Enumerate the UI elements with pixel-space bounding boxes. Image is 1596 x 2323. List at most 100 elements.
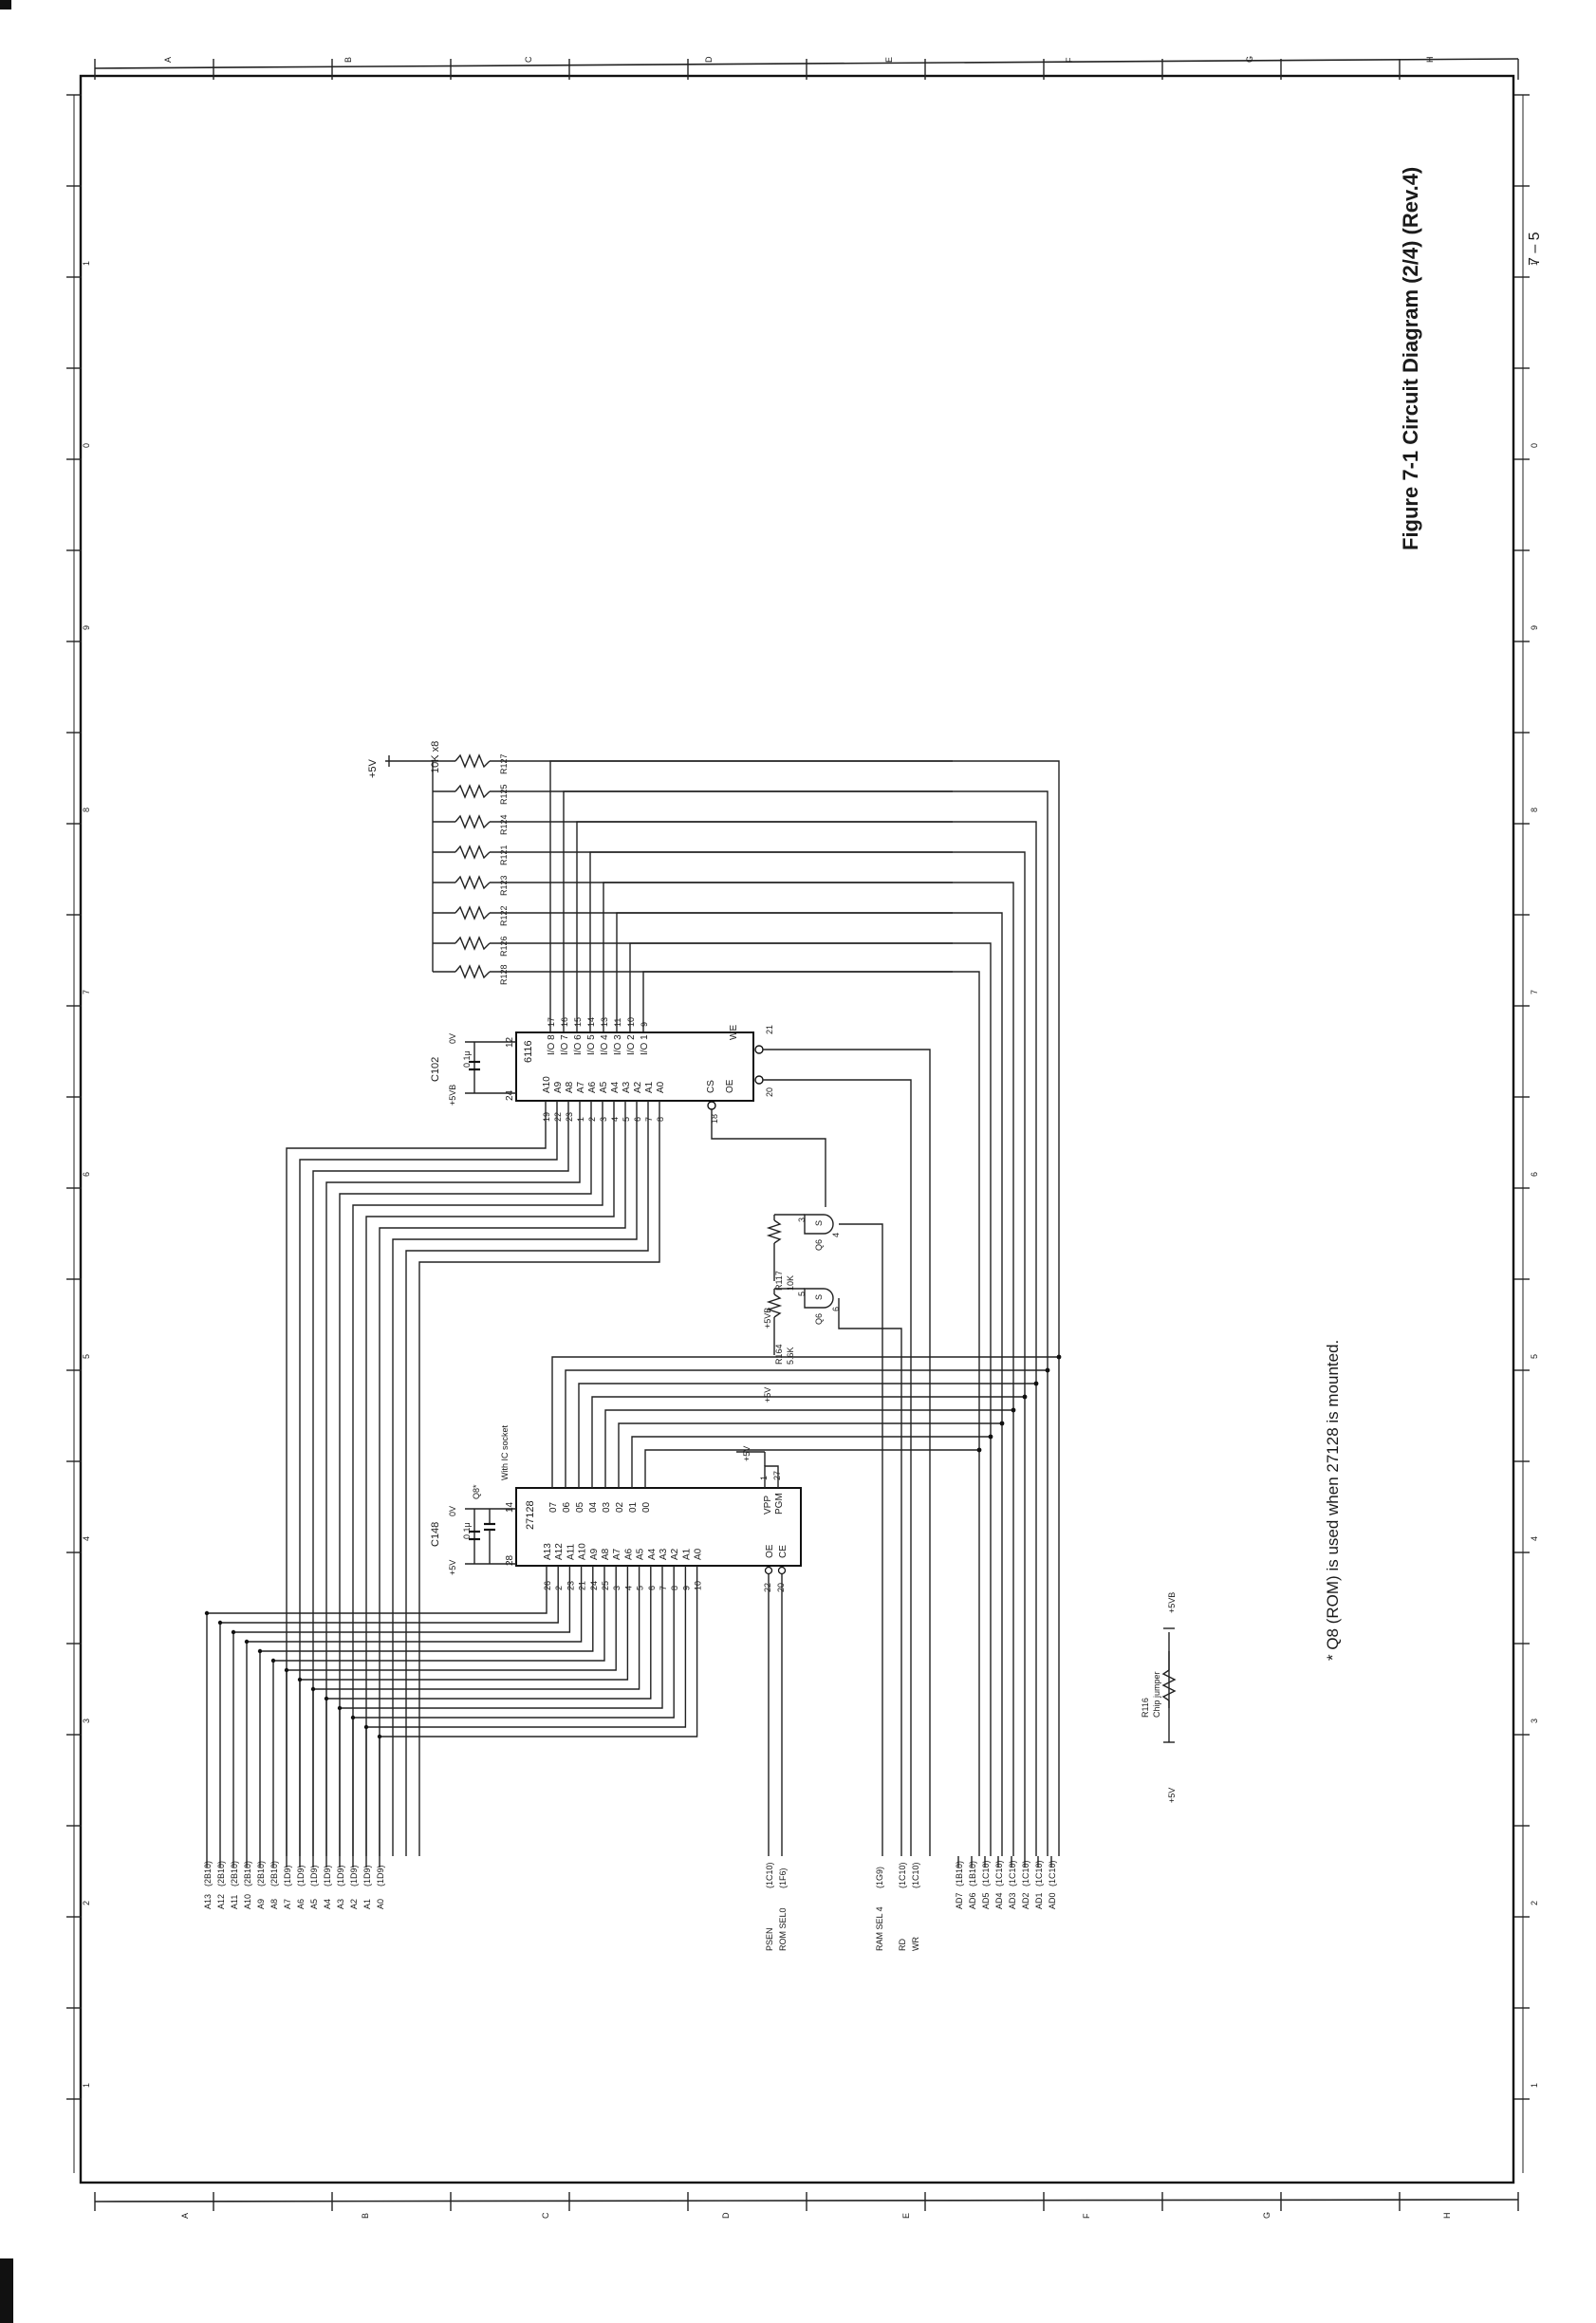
zone-number-left: 3 bbox=[82, 1719, 91, 1723]
ram-pin-num: 21 bbox=[765, 1025, 774, 1034]
page-number: 7 – 5 bbox=[1527, 232, 1543, 266]
signal-ref: (1B10) bbox=[955, 1861, 964, 1886]
rom-name: 27128 bbox=[525, 1500, 536, 1530]
pullup-value: 10K x8 bbox=[430, 741, 441, 773]
signal-a13: A13 bbox=[203, 1894, 213, 1909]
zone-number-left: 9 bbox=[82, 625, 91, 630]
rom-pin-a4: A4 bbox=[647, 1548, 658, 1560]
rom-pin-a1: A1 bbox=[681, 1548, 692, 1560]
signal-a3: A3 bbox=[336, 1899, 345, 1909]
signal-ref: (1D9) bbox=[323, 1865, 332, 1886]
ram-pin-a6: A6 bbox=[587, 1081, 598, 1093]
signal-ad3: AD3 bbox=[1008, 1892, 1017, 1909]
rom-pin-num: 8 bbox=[670, 1586, 679, 1590]
rom-socket-ref: Q8* bbox=[472, 1484, 481, 1499]
zone-letter-bottom: E bbox=[901, 2213, 911, 2219]
rom-pin-a10: A10 bbox=[578, 1543, 588, 1560]
signal-psen: PSEN bbox=[765, 1927, 774, 1951]
signal-a7: A7 bbox=[283, 1899, 292, 1909]
rom-data-pin: 02 bbox=[615, 1501, 625, 1513]
rom-pin-a8: A8 bbox=[601, 1548, 611, 1560]
q6b-ref: Q6 bbox=[814, 1313, 824, 1325]
zone-letter-top: G bbox=[1245, 56, 1254, 63]
signal-ref: (2B10) bbox=[203, 1861, 213, 1886]
signal-ad1: AD1 bbox=[1034, 1892, 1044, 1909]
signal-ad4: AD4 bbox=[994, 1892, 1004, 1909]
signal-a8: A8 bbox=[269, 1899, 279, 1909]
zone-number-left: 6 bbox=[82, 1172, 91, 1177]
zone-number-left: 5 bbox=[82, 1354, 91, 1359]
ram-io-num: 10 bbox=[626, 1017, 636, 1027]
pullup-ref-r123: R123 bbox=[499, 875, 509, 896]
pullup-ref-r127: R127 bbox=[499, 753, 509, 774]
signal-ref: (1F6) bbox=[778, 1868, 788, 1888]
zone-letter-bottom: H bbox=[1442, 2213, 1452, 2220]
rom-pin-num: 5 bbox=[636, 1586, 645, 1590]
zone-letter-bottom: D bbox=[721, 2212, 731, 2219]
rom-pin-a2: A2 bbox=[670, 1548, 680, 1560]
zone-letter-top: B bbox=[343, 57, 353, 63]
ram-io-pin: I/O 5 bbox=[586, 1034, 597, 1055]
zone-number-right: 4 bbox=[1530, 1536, 1539, 1541]
zone-number-right: 5 bbox=[1530, 1354, 1539, 1359]
ram-pin-a3: A3 bbox=[622, 1081, 632, 1093]
q6b-pin-out: 6 bbox=[831, 1307, 841, 1311]
rom-cap-value: 0.1μ bbox=[462, 1522, 472, 1539]
zone-number-left: 7 bbox=[82, 990, 91, 994]
rom-pin-num: 6 bbox=[647, 1586, 657, 1590]
signal-ram-sel-4: RAM SEL 4 bbox=[875, 1906, 884, 1951]
ram-pin-we: WE bbox=[729, 1025, 739, 1040]
zone-number-right: 2 bbox=[1530, 1901, 1539, 1905]
signal-a10: A10 bbox=[243, 1894, 252, 1909]
figure-title: Figure 7-1 Circuit Diagram (2/4) (Rev.4) bbox=[1399, 167, 1422, 550]
rom-pin-ce: CE bbox=[778, 1545, 789, 1558]
rom-data-pin: 03 bbox=[602, 1501, 612, 1513]
ram-pin-num: 6 bbox=[633, 1117, 642, 1122]
zone-letter-bottom: A bbox=[180, 2213, 190, 2219]
signal-ref: (1B10) bbox=[968, 1861, 977, 1886]
ram-pin-vcc: 24 bbox=[505, 1089, 515, 1101]
ram-ref: C102 bbox=[430, 1057, 441, 1082]
ram-pin-a1: A1 bbox=[644, 1081, 655, 1093]
zone-letter-top: E bbox=[884, 57, 894, 63]
rom-pin-a0: A0 bbox=[694, 1548, 704, 1560]
signal-a0: A0 bbox=[376, 1899, 385, 1909]
q6a-symbol: S bbox=[814, 1220, 824, 1226]
signal-ad7: AD7 bbox=[955, 1892, 964, 1909]
binding-edge bbox=[0, 2258, 13, 2323]
ram-pin-num: 2 bbox=[587, 1117, 597, 1122]
ram-pin-num: 1 bbox=[576, 1117, 585, 1122]
ram-pin-num: 3 bbox=[599, 1117, 608, 1122]
ram-pin-num: 4 bbox=[610, 1117, 620, 1122]
ram-pin-a0: A0 bbox=[656, 1081, 666, 1093]
ram-pin-num: 20 bbox=[765, 1087, 774, 1097]
zone-number-left: 0 bbox=[82, 443, 91, 448]
rom-pin-a13: A13 bbox=[543, 1543, 553, 1560]
ram-io-pin: I/O 3 bbox=[613, 1034, 623, 1055]
signal-a12: A12 bbox=[216, 1894, 226, 1909]
signal-ref: (1G9) bbox=[875, 1867, 884, 1888]
zone-number-right: 1 bbox=[1530, 2083, 1539, 2088]
jumper-right: +5VB bbox=[1167, 1592, 1177, 1613]
rom-pin-gnd: 14 bbox=[505, 1501, 515, 1513]
jumper-ref: R116 bbox=[1141, 1698, 1150, 1718]
ram-ground: 0V bbox=[448, 1033, 457, 1044]
ram-pin-a4: A4 bbox=[610, 1081, 621, 1093]
rom-pin-num: 21 bbox=[578, 1581, 587, 1590]
ram-io-num: 13 bbox=[600, 1017, 609, 1027]
signal-wr: WR bbox=[911, 1937, 920, 1951]
ram-pin-a5: A5 bbox=[599, 1081, 609, 1093]
ram-io-num: 16 bbox=[560, 1017, 569, 1027]
ram-chip-body bbox=[515, 1031, 754, 1102]
rom-pin-num: 4 bbox=[623, 1586, 633, 1590]
rom-pin-a9: A9 bbox=[589, 1548, 600, 1560]
signal-rom-sel0: ROM SEL0 bbox=[778, 1907, 788, 1951]
signal-ad0: AD0 bbox=[1048, 1892, 1057, 1909]
rom-pin-vcc: 28 bbox=[505, 1554, 515, 1566]
zone-number-right: 3 bbox=[1530, 1719, 1539, 1723]
rom-supply: +5V bbox=[448, 1560, 457, 1575]
rom-pin-a12: A12 bbox=[554, 1543, 565, 1560]
rom-pin-num: 27 bbox=[772, 1471, 782, 1480]
ram-io-num: 9 bbox=[640, 1022, 649, 1027]
